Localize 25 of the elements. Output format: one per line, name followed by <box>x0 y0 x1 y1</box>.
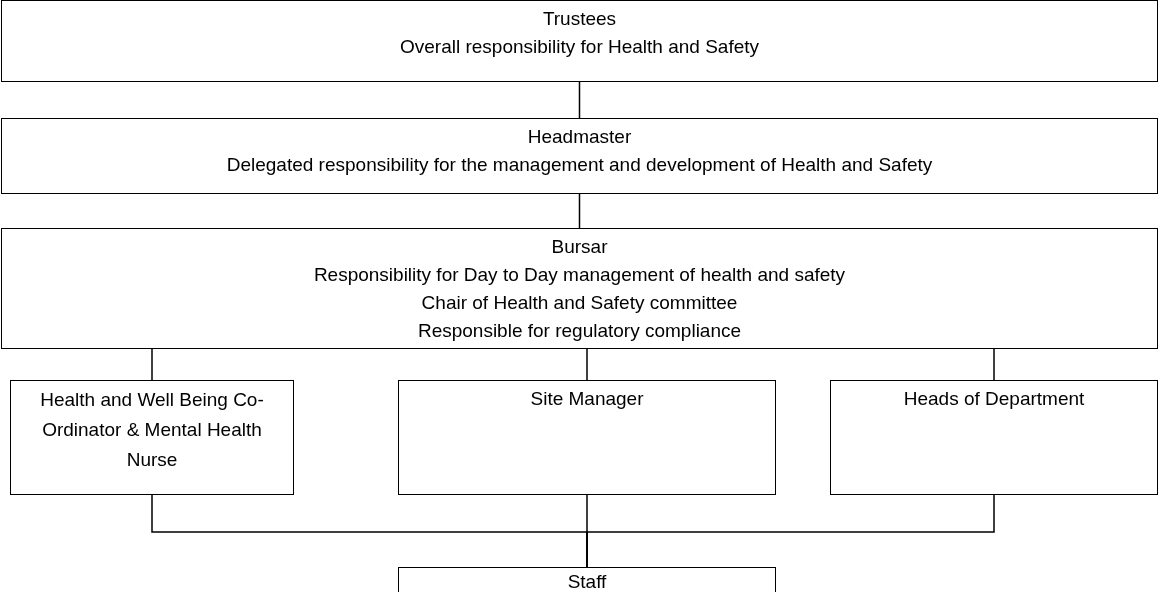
role-description: Overall responsibility for Health and Safety <box>399 35 760 59</box>
role-box <box>398 567 776 592</box>
role-title: Bursar <box>551 235 608 259</box>
role-title: Heads of Department <box>903 387 1085 411</box>
role-title: Site Manager <box>530 387 644 411</box>
role-title: Trustees <box>542 7 617 31</box>
role-title: Staff <box>567 570 607 592</box>
connector-line <box>151 348 153 381</box>
role-box <box>1 228 1158 349</box>
role-title: Health and Well Being Co-Ordinator & Mental Health Nurse <box>39 388 265 472</box>
role-description: Delegated responsibility for the management and development of Health and Safety <box>226 153 933 177</box>
role-box <box>398 380 776 495</box>
role-box <box>1 0 1158 82</box>
role-description: Chair of Health and Safety committee <box>421 291 738 315</box>
role-description: Responsible for regulatory compliance <box>417 319 742 343</box>
role-box <box>830 380 1158 495</box>
role-box <box>1 118 1158 194</box>
connector-line <box>578 81 581 119</box>
role-box <box>10 380 294 495</box>
connector-line <box>586 348 588 381</box>
connector-line <box>578 193 581 229</box>
connector-line <box>993 348 995 381</box>
connector-line <box>586 494 995 568</box>
role-description: Responsibility for Day to Day management of health and safety <box>313 263 846 287</box>
role-title: Headmaster <box>527 125 632 149</box>
